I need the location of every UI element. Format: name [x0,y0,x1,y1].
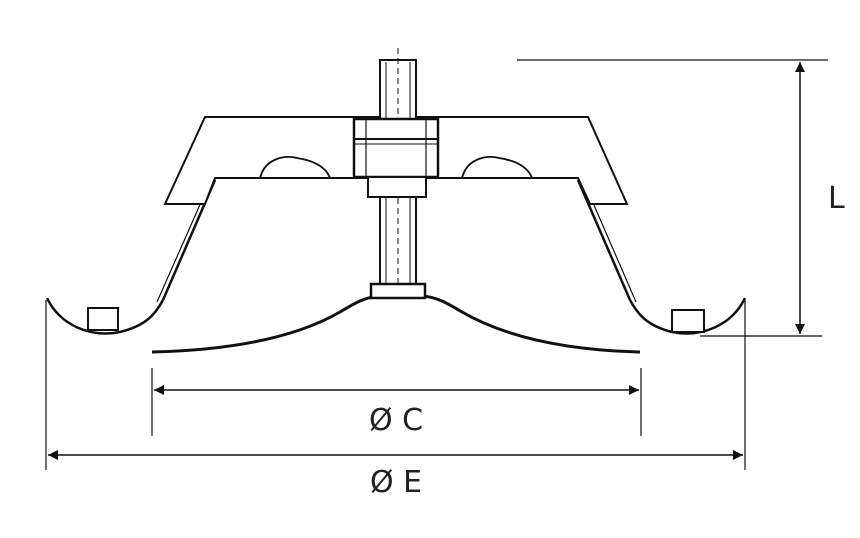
dimension-l: L [517,59,845,337]
right-support-block [671,309,705,333]
base-nut [369,282,427,300]
cap-left-bump [259,156,331,179]
dimension-e: Ø E [45,300,746,500]
dimension-c-label: Ø C [369,403,423,438]
diffuser-bowl [45,179,747,335]
upper-nut [352,117,440,179]
lower-nut [367,176,427,198]
dimension-c: Ø C [151,368,642,438]
inner-cone-plate [151,294,641,354]
left-support-block [87,307,119,331]
threaded-rod-assembly [352,48,440,300]
dimension-l-label: L [828,181,845,216]
right-sloped-wall [576,179,632,301]
left-lip-curve [45,297,165,335]
dimension-e-label: Ø E [370,465,422,500]
cap-right-bump [461,156,533,179]
